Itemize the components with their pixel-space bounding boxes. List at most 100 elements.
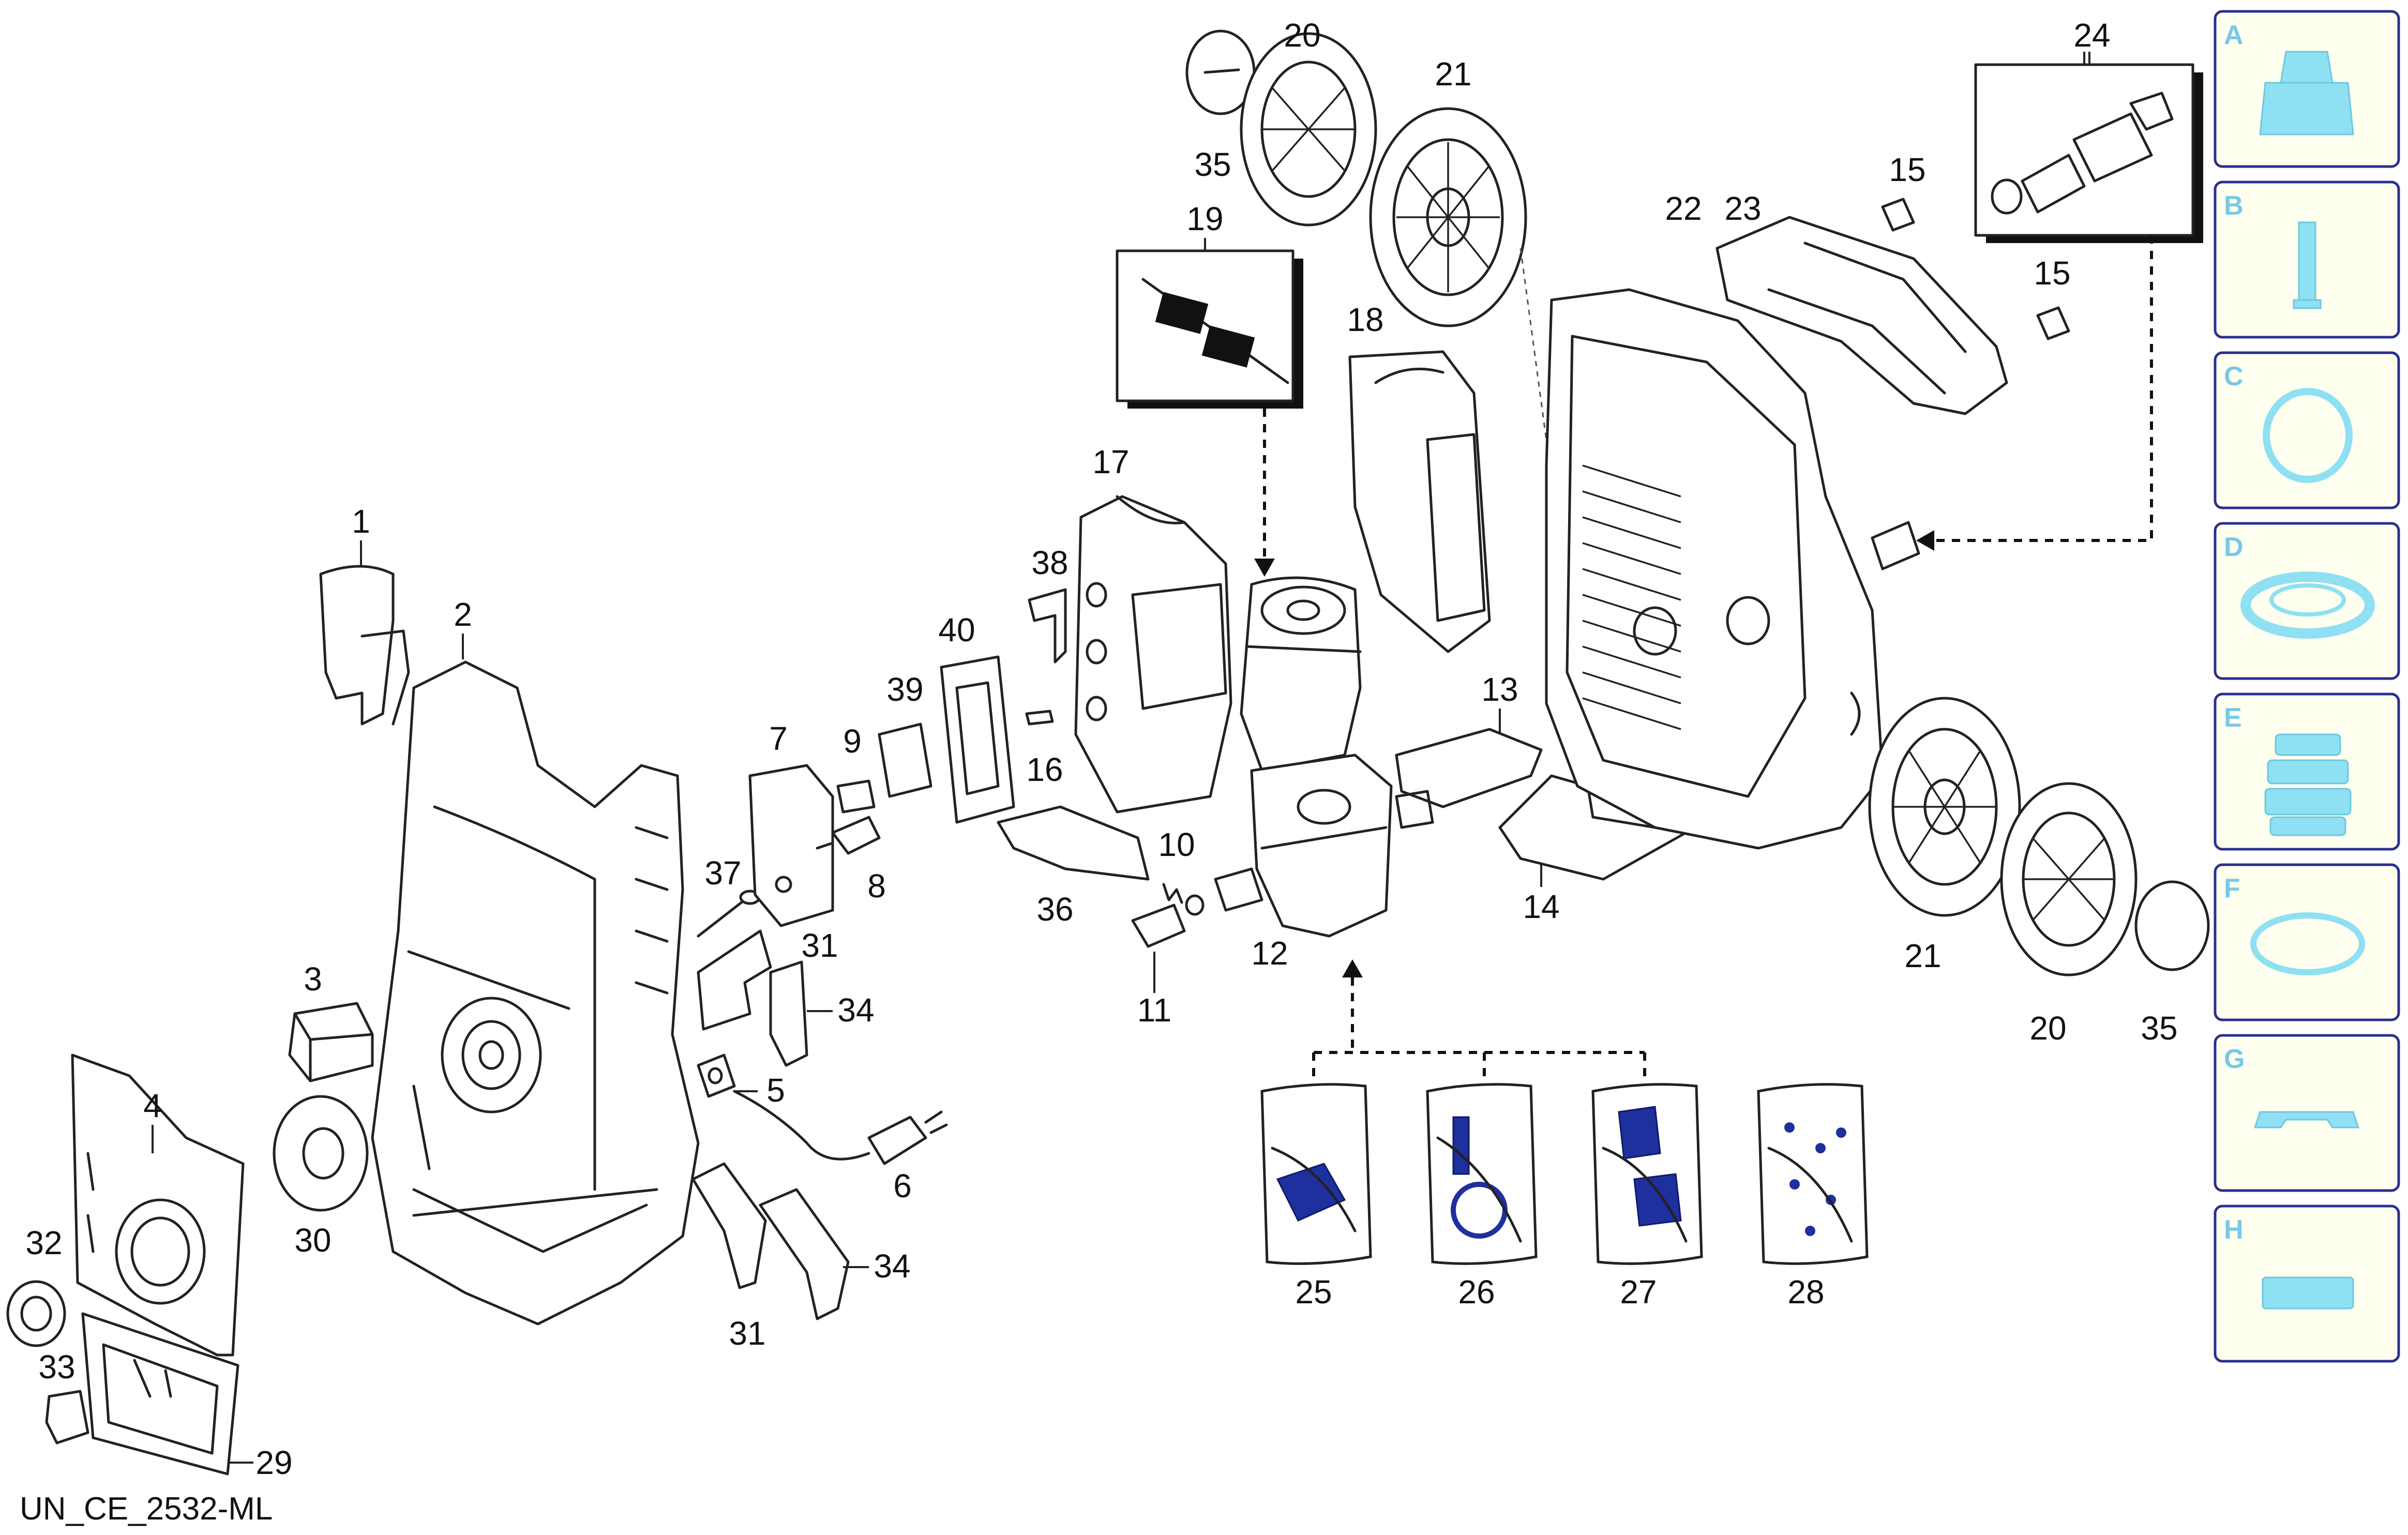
kit-b[interactable]: B xyxy=(2214,180,2400,339)
part-9-capacitor[interactable] xyxy=(836,779,876,814)
part-32-nut[interactable] xyxy=(6,1280,66,1347)
part-15-knob-lower[interactable] xyxy=(2036,306,2070,340)
part-26-kit-bag[interactable] xyxy=(1426,1083,1538,1265)
part-34-hook-lower[interactable] xyxy=(759,1188,850,1320)
part-38-bracket[interactable] xyxy=(1028,588,1067,664)
part-21-wheel-bottom[interactable] xyxy=(1868,697,2021,917)
part-20-wheel-tread-bottom[interactable] xyxy=(2000,782,2138,976)
kit-f[interactable]: F xyxy=(2214,863,2400,1021)
label-16: 16 xyxy=(1026,751,1063,788)
kit-h-letter: H xyxy=(2224,1215,2244,1245)
label-4: 4 xyxy=(143,1087,162,1124)
label-26: 26 xyxy=(1458,1273,1495,1311)
outlet-fitting[interactable] xyxy=(1871,521,1920,570)
label-1: 1 xyxy=(352,503,370,540)
part-27-kit-bag[interactable] xyxy=(1591,1083,1703,1265)
part-labels: 1 2 3 4 5 6 7 8 9 10 11 12 13 14 15 15 1… xyxy=(25,17,2177,1481)
part-16-clip[interactable] xyxy=(1025,710,1054,726)
pump-head-icon xyxy=(2259,51,2354,136)
label-27: 27 xyxy=(1620,1273,1657,1311)
label-21b: 21 xyxy=(1904,937,1941,974)
valve-icon xyxy=(2293,221,2322,309)
label-19: 19 xyxy=(1186,200,1223,237)
kit-a[interactable]: A xyxy=(2214,10,2400,168)
kit-h[interactable]: H xyxy=(2214,1205,2400,1363)
part-39-filter[interactable] xyxy=(878,723,932,798)
o-ring-icon xyxy=(2250,912,2365,975)
part-11-inlet-fitting[interactable] xyxy=(1131,894,1205,948)
part-6-power-cord[interactable] xyxy=(733,1090,948,1165)
axis-line-top-wheel xyxy=(1519,248,1558,518)
part-33-clip[interactable] xyxy=(45,1390,89,1444)
part-4-front-panel[interactable] xyxy=(71,1054,245,1357)
part-21-wheel-top[interactable] xyxy=(1369,107,1527,327)
label-22: 22 xyxy=(1665,190,1702,227)
part-31-hose-holder-upper[interactable] xyxy=(697,929,772,1031)
part-34-hook-upper[interactable] xyxy=(769,960,808,1067)
part-2-front-housing[interactable] xyxy=(371,660,700,1326)
label-12: 12 xyxy=(1251,935,1288,972)
label-9: 9 xyxy=(843,723,862,760)
part-7-switch-box[interactable] xyxy=(748,764,834,927)
kit-c[interactable]: C xyxy=(2214,351,2400,509)
part-25-kit-bag[interactable] xyxy=(1260,1083,1372,1265)
label-40: 40 xyxy=(938,611,975,649)
label-37: 37 xyxy=(704,854,741,892)
kit-e-letter: E xyxy=(2224,703,2242,733)
label-31b: 31 xyxy=(729,1315,765,1352)
label-10: 10 xyxy=(1158,826,1195,863)
part-29-lower-panel[interactable] xyxy=(81,1312,239,1476)
kit-g-letter: G xyxy=(2224,1044,2245,1074)
part-28-kit-bag[interactable] xyxy=(1757,1083,1869,1265)
gasket-icon xyxy=(2240,571,2375,639)
part-1-top-cover[interactable] xyxy=(319,565,410,726)
label-32: 32 xyxy=(25,1224,62,1261)
label-34a: 34 xyxy=(837,991,874,1029)
part-23-handle[interactable] xyxy=(1715,216,2008,415)
label-15b: 15 xyxy=(2034,254,2070,292)
kit-f-letter: F xyxy=(2224,874,2240,904)
label-20b: 20 xyxy=(2029,1010,2066,1047)
label-33: 33 xyxy=(38,1348,75,1386)
document-code: UN_CE_2532-ML xyxy=(20,1491,273,1527)
label-28: 28 xyxy=(1787,1273,1824,1311)
part-10-clip[interactable] xyxy=(1162,883,1183,904)
block-icon xyxy=(2262,1276,2354,1310)
label-11: 11 xyxy=(1137,991,1171,1029)
part-3-bracket[interactable] xyxy=(288,1002,374,1082)
arrow-down-icon xyxy=(1254,559,1275,577)
part-31-hose-holder-lower[interactable] xyxy=(691,1162,767,1289)
kit-g[interactable]: G xyxy=(2214,1034,2400,1192)
part-40-frame[interactable] xyxy=(940,655,1015,824)
part-19-brush-kit[interactable] xyxy=(1116,249,1303,409)
arrow-left-icon xyxy=(1916,530,1934,551)
part-18-cover[interactable] xyxy=(1348,350,1491,653)
label-18: 18 xyxy=(1347,301,1383,338)
kit-e[interactable]: E xyxy=(2214,693,2400,851)
part-14-seal[interactable] xyxy=(1498,774,1688,881)
kit-d[interactable]: D xyxy=(2214,522,2400,680)
part-5-switch[interactable] xyxy=(697,1054,736,1098)
part-8-pressure-switch[interactable] xyxy=(816,816,881,855)
part-22-rear-housing[interactable] xyxy=(1545,288,1884,850)
part-24-outlet-connector[interactable] xyxy=(1974,63,2203,243)
part-20-wheel-tread-top[interactable] xyxy=(1240,32,1377,227)
label-35a: 35 xyxy=(1194,146,1231,183)
connector-24-to-outlet xyxy=(1934,235,2153,542)
motor-assembly[interactable] xyxy=(1240,576,1362,772)
part-35-hub-cap-bottom[interactable] xyxy=(2134,880,2210,971)
part-13-seal[interactable] xyxy=(1395,728,1543,808)
part-17-motor-housing[interactable] xyxy=(1074,495,1232,814)
label-13: 13 xyxy=(1481,671,1518,708)
part-37-screw[interactable] xyxy=(697,890,761,938)
label-14: 14 xyxy=(1523,888,1559,925)
label-17: 17 xyxy=(1092,443,1129,480)
part-36-cable-guide[interactable] xyxy=(997,805,1150,881)
part-15-knob-upper[interactable] xyxy=(1881,198,1915,232)
label-3: 3 xyxy=(304,960,322,998)
label-30: 30 xyxy=(294,1222,331,1259)
label-24: 24 xyxy=(2073,17,2110,54)
label-25: 25 xyxy=(1295,1273,1332,1311)
part-30-disc[interactable] xyxy=(273,1095,369,1212)
kit-b-letter: B xyxy=(2224,191,2244,221)
